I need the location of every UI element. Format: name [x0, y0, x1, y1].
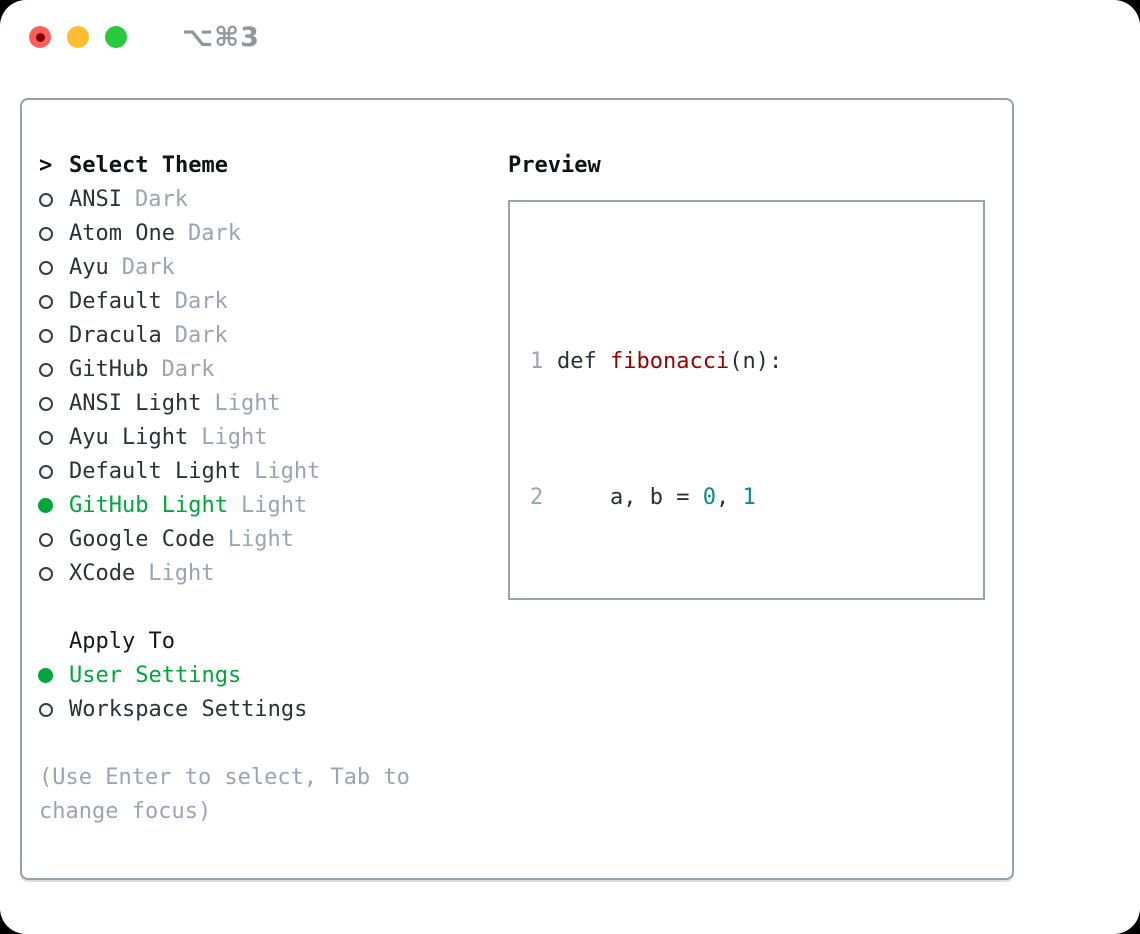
theme-option-google-code-light[interactable]: Google Code Light [39, 523, 491, 557]
radio-unselected-icon [39, 227, 53, 241]
apply-to-heading: Apply To [39, 625, 491, 659]
number-token: 1 [742, 485, 756, 510]
radio-marker [39, 693, 69, 727]
line-number: 1 [530, 349, 544, 374]
zoom-button[interactable] [105, 26, 127, 48]
prompt-marker: > [39, 149, 69, 183]
theme-option-ansi-light[interactable]: ANSI Light Light [39, 387, 491, 421]
theme-list: > Select Theme ANSI Dark Atom One Dark A… [38, 149, 491, 829]
radio-selected-icon [38, 668, 53, 683]
theme-option-default-dark[interactable]: Default Dark [39, 285, 491, 319]
theme-variant: Light [214, 391, 281, 416]
theme-name: Ayu [69, 255, 109, 280]
theme-variant: Dark [174, 289, 228, 314]
select-theme-heading-label: Select Theme [69, 153, 228, 178]
code-token: def [557, 349, 610, 374]
theme-variant: Light [148, 561, 215, 586]
radio-marker [39, 217, 69, 251]
apply-option-user-settings[interactable]: User Settings [38, 659, 491, 693]
radio-unselected-icon [39, 363, 53, 377]
theme-variant: Dark [187, 221, 241, 246]
apply-option-workspace-settings[interactable]: Workspace Settings [39, 693, 491, 727]
code-token: (n): [729, 349, 783, 374]
theme-option-ayu-dark[interactable]: Ayu Dark [39, 251, 491, 285]
theme-variant: Dark [134, 187, 188, 212]
theme-option-ayu-light[interactable]: Ayu Light Light [39, 421, 491, 455]
radio-marker [39, 183, 69, 217]
theme-option-dracula-dark[interactable]: Dracula Dark [39, 319, 491, 353]
function-name-token: fibonacci [609, 349, 730, 374]
radio-unselected-icon [39, 431, 53, 445]
window-title: ⌥⌘3 [182, 21, 260, 53]
theme-variant: Light [227, 527, 294, 552]
theme-name: GitHub Light [69, 493, 228, 518]
apply-option-label: Workspace Settings [69, 697, 308, 722]
code-line: 1 def fibonacci(n): [530, 345, 983, 379]
radio-marker [38, 489, 69, 523]
theme-picker-panel: > Select Theme ANSI Dark Atom One Dark A… [20, 98, 1014, 880]
keyboard-hint: (Use Enter to select, Tab to change focu… [39, 765, 410, 824]
code-token: a, b = [557, 485, 703, 510]
titlebar: ⌥⌘3 [0, 0, 1140, 74]
prompt-icon: > [39, 153, 53, 178]
theme-option-default-light[interactable]: Default Light Light [39, 455, 491, 489]
theme-variant: Dark [121, 255, 175, 280]
radio-unselected-icon [39, 397, 53, 411]
theme-name: ANSI Light [69, 391, 202, 416]
radio-unselected-icon [39, 465, 53, 479]
heading-indent [39, 625, 69, 659]
theme-name: Dracula [69, 323, 162, 348]
theme-variant: Light [240, 493, 308, 518]
theme-option-github-light[interactable]: GitHub Light Light [38, 489, 491, 523]
apply-option-label: User Settings [69, 663, 242, 688]
radio-marker [39, 285, 69, 319]
radio-unselected-icon [39, 193, 53, 207]
spacer [39, 591, 491, 625]
apply-to-heading-label: Apply To [69, 629, 175, 654]
theme-variant: Dark [174, 323, 228, 348]
line-number: 2 [530, 485, 544, 510]
theme-name: Google Code [69, 527, 215, 552]
radio-unselected-icon [39, 329, 53, 343]
theme-name: ANSI [69, 187, 122, 212]
radio-unselected-icon [39, 261, 53, 275]
radio-marker [39, 455, 69, 489]
number-token: 0 [702, 485, 716, 510]
theme-option-xcode-light[interactable]: XCode Light [39, 557, 491, 591]
theme-name: Ayu Light [69, 425, 189, 450]
close-button-dot [35, 32, 45, 42]
radio-selected-icon [38, 498, 53, 513]
preview-heading: Preview [508, 153, 601, 178]
code-line: 2 a, b = 0, 1 [530, 481, 983, 515]
code-token: , [715, 485, 743, 510]
theme-variant: Light [201, 425, 268, 450]
radio-marker [39, 523, 69, 557]
radio-marker [39, 387, 69, 421]
radio-marker [39, 353, 69, 387]
theme-option-ansi-dark[interactable]: ANSI Dark [39, 183, 491, 217]
theme-option-atom-one-dark[interactable]: Atom One Dark [39, 217, 491, 251]
theme-name: XCode [69, 561, 136, 586]
radio-marker [39, 421, 69, 455]
theme-variant: Dark [161, 357, 215, 382]
theme-name: Default Light [69, 459, 242, 484]
radio-marker [38, 659, 69, 693]
theme-option-github-dark[interactable]: GitHub Dark [39, 353, 491, 387]
close-button[interactable] [29, 26, 51, 48]
theme-variant: Light [254, 459, 321, 484]
radio-marker [39, 557, 69, 591]
radio-unselected-icon [39, 567, 53, 581]
select-theme-heading: > Select Theme [39, 149, 491, 183]
spacer [39, 727, 491, 761]
radio-marker [39, 319, 69, 353]
theme-name: Default [69, 289, 162, 314]
minimize-button[interactable] [67, 26, 89, 48]
theme-name: Atom One [69, 221, 175, 246]
radio-marker [39, 251, 69, 285]
radio-unselected-icon [39, 533, 53, 547]
radio-unselected-icon [39, 703, 53, 717]
radio-unselected-icon [39, 295, 53, 309]
theme-name: GitHub [69, 357, 149, 382]
